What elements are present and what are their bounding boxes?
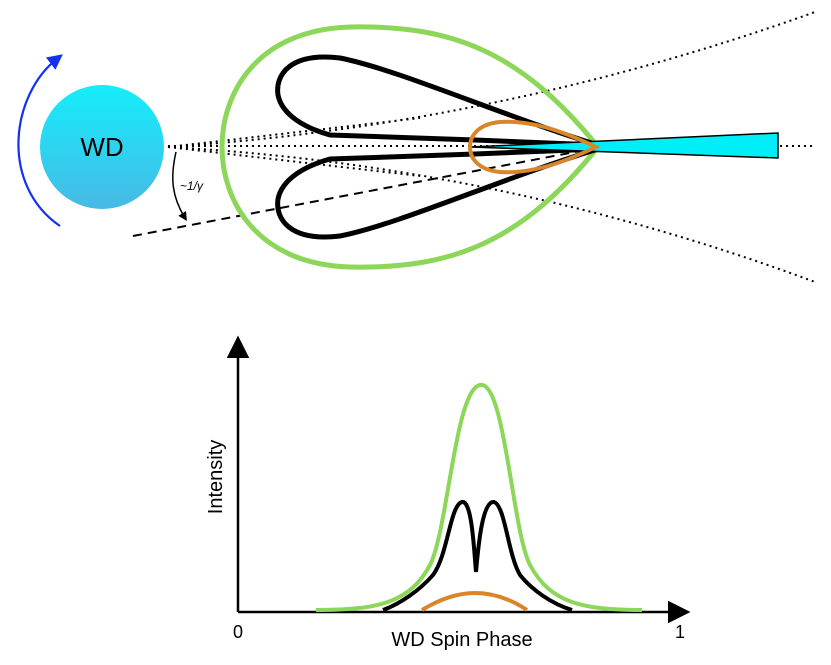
middle-emission-lobe-lower <box>275 146 601 240</box>
middle-emission-lobe-upper <box>275 54 601 148</box>
inner-lobe-profile <box>420 590 529 612</box>
dashed-line-of-sight <box>132 147 597 237</box>
dotted-inner-lower <box>167 146 421 177</box>
beam-cone <box>469 132 779 159</box>
intensity-plot: Intensity WD Spin Phase 0 1 <box>205 335 691 651</box>
x-tick-end: 1 <box>675 622 685 642</box>
dotted-inner-upper <box>167 117 421 148</box>
outer-emission-lobe <box>219 24 602 270</box>
y-axis-label: Intensity <box>205 440 227 514</box>
dotted-cone-lower <box>167 146 816 283</box>
white-dwarf-label: WD <box>80 132 123 162</box>
geometry-diagram: WD ~1/γ <box>17 11 816 283</box>
angle-label: ~1/γ <box>180 179 204 193</box>
middle-lobe-profile <box>382 500 573 612</box>
x-axis-label: WD Spin Phase <box>391 629 532 651</box>
angle-arc-icon <box>172 151 187 222</box>
outer-lobe-profile <box>315 383 643 612</box>
dotted-cone-upper <box>167 11 816 148</box>
white-dwarf-sphere <box>40 85 164 209</box>
inner-emission-lobe <box>467 119 601 175</box>
spin-direction-arrow-icon <box>17 54 63 227</box>
x-tick-start: 0 <box>233 622 243 642</box>
